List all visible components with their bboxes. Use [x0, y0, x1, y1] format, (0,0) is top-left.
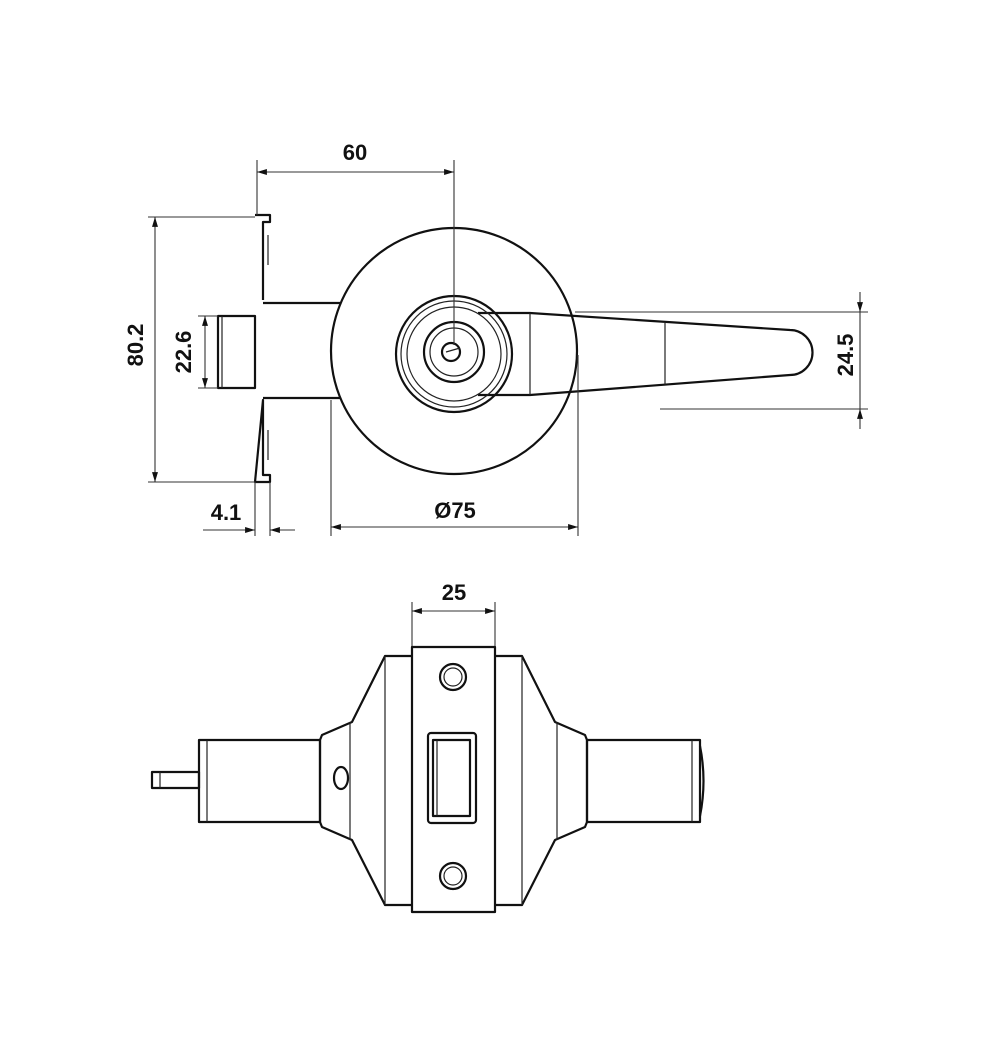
dimension-label-lever-height: 24.5	[833, 334, 858, 377]
lever-handle	[478, 311, 814, 397]
spindle-housing	[263, 301, 340, 400]
dimension-rose-diameter: Ø75	[330, 355, 579, 536]
right-handle-shaft	[585, 738, 705, 824]
bottom-view: 25	[150, 580, 705, 914]
dimension-label-plate-thickness: 4.1	[211, 500, 242, 525]
dimension-latch-height: 22.6	[171, 315, 218, 389]
keyhole-icon	[440, 341, 462, 363]
screw-hole-icon	[438, 662, 468, 692]
emergency-keyhole-icon	[332, 765, 350, 791]
dimension-plate-thickness: 4.1	[203, 482, 295, 536]
left-handle-shaft	[150, 738, 322, 824]
dimension-label-backset: 60	[343, 140, 367, 165]
dimension-lever-height: 24.5	[575, 292, 868, 429]
dimension-label-faceplate-width: 25	[442, 580, 466, 605]
dimension-label-rose-diameter: Ø75	[434, 498, 476, 523]
lock-body	[318, 654, 589, 907]
mounting-plate	[253, 213, 272, 484]
dimension-backset: 60	[256, 140, 455, 345]
dimension-label-plate-height: 80.2	[123, 324, 148, 367]
faceplate	[410, 645, 497, 914]
top-view: 60 80.2 22.6 24.5	[123, 140, 868, 536]
dimension-label-latch-height: 22.6	[171, 331, 196, 374]
dimension-plate-height: 80.2	[123, 216, 255, 483]
dimension-faceplate-width: 25	[411, 580, 496, 648]
latch-bolt	[216, 314, 257, 390]
screw-hole-icon	[438, 861, 468, 891]
